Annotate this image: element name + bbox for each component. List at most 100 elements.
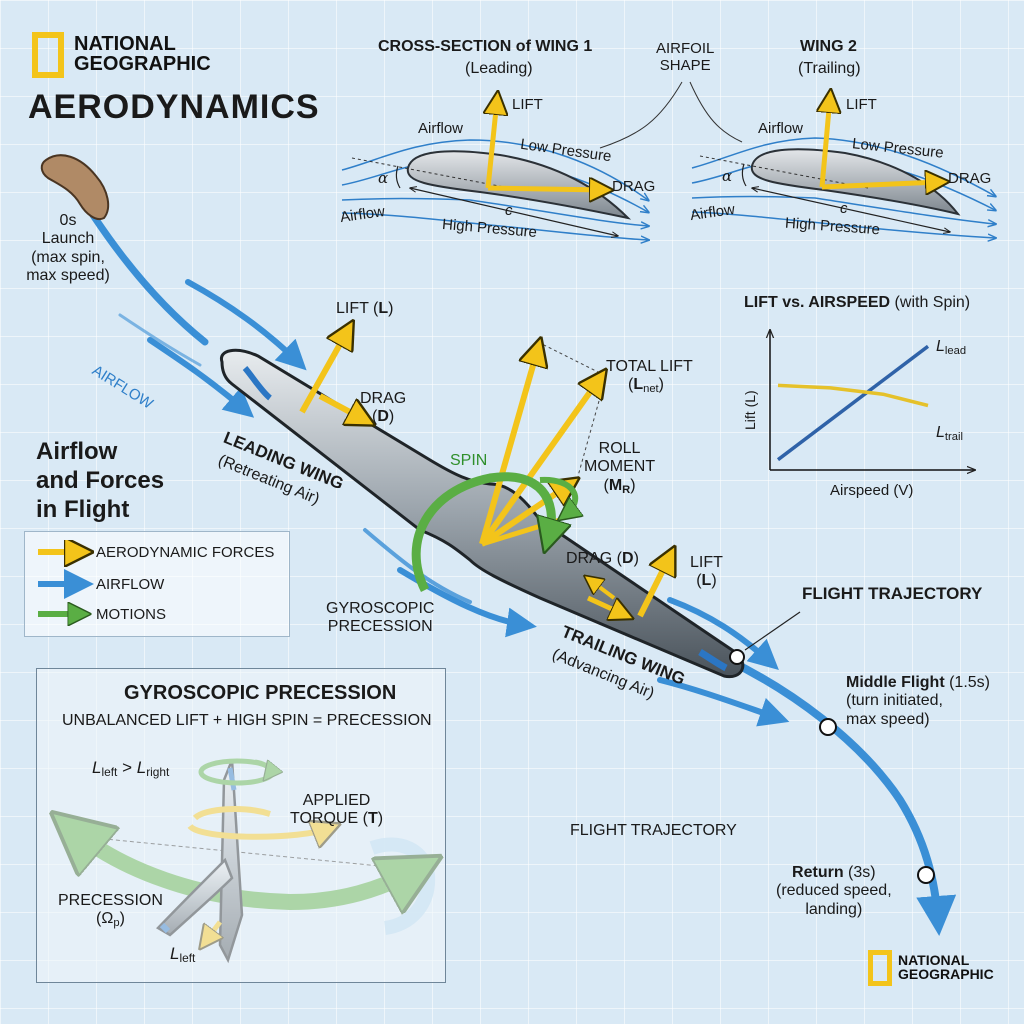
- compare-b-sub: right: [146, 764, 170, 779]
- drag-arrow: [318, 393, 365, 420]
- airfoil-shape-line-1: AIRFOIL: [656, 40, 715, 57]
- launch-line-3: (max spin,: [31, 248, 105, 266]
- lift-component-arrow: [479, 348, 538, 545]
- lift-arrow: [637, 556, 670, 618]
- return-bold: Return: [792, 864, 844, 881]
- precession-suffix: ): [119, 910, 125, 928]
- section-title: Airflow and Forces in Flight: [36, 438, 164, 524]
- applied-line-1: APPLIED: [302, 792, 371, 809]
- gyro-label-line-1: GYROSCOPIC: [326, 600, 435, 617]
- cross-section-1-chord: c: [505, 202, 513, 219]
- trajectory-point-1: [729, 649, 745, 665]
- leading-drag-suffix: ): [388, 408, 395, 426]
- compare-a-sub: left: [101, 764, 118, 779]
- series-line-l-trail: [777, 383, 929, 408]
- leading-drag-symbol: D: [377, 408, 389, 426]
- roll-moment-label: ROLL MOMENT (MR): [584, 440, 655, 496]
- gyro-box-subtitle: UNBALANCED LIFT + HIGH SPIN = PRECESSION: [62, 712, 432, 729]
- drag-arrow: [487, 188, 604, 190]
- trailing-drag-label: DRAG (D): [566, 550, 639, 568]
- lift-arrow: [299, 330, 348, 414]
- legend-swatches: [38, 540, 94, 630]
- trailing-lift-suffix: ): [711, 572, 717, 590]
- roll-moment-arrow: [539, 476, 575, 515]
- launch-line-2: Launch: [41, 230, 95, 248]
- trailing-lift-prefix: (: [696, 572, 702, 590]
- cross-section-2-airflow-top: Airflow: [758, 120, 804, 137]
- cross-section-1-alpha: α: [378, 169, 389, 187]
- cross-section-1-figure: [341, 100, 648, 240]
- roll-moment-line-1: ROLL: [598, 440, 641, 457]
- total-lift-line-1: TOTAL LIFT: [606, 358, 693, 375]
- gyro-precession-box: [36, 668, 446, 983]
- series-label-lead: Llead: [936, 338, 966, 358]
- cross-section-2-title: WING 2: [800, 38, 857, 55]
- section-title-line-1: Airflow: [36, 438, 118, 465]
- l-left-label: Lleft: [170, 944, 195, 966]
- chart-xlabel: Airspeed (V): [830, 482, 914, 499]
- total-lift-arrow: [479, 378, 600, 546]
- leading-drag-label: DRAG (D): [360, 390, 406, 427]
- applied-prefix: TORQUE (: [290, 810, 368, 828]
- lift-chart-title-bold: LIFT vs. AIRSPEED: [744, 294, 891, 311]
- logo-bottom-line-2: GEOGRAPHIC: [898, 966, 994, 983]
- middle-flight-bold: Middle Flight: [846, 674, 945, 691]
- cross-section-2-figure: [691, 98, 995, 238]
- cross-section-2-chord: c: [840, 200, 848, 217]
- gyro-box-title: GYROSCOPIC PRECESSION: [124, 682, 397, 704]
- trailing-lift-label: LIFT (L): [690, 554, 723, 591]
- cross-section-2-subtitle: (Trailing): [798, 60, 861, 77]
- return-line-2: (reduced speed,: [776, 882, 892, 900]
- cross-section-1-drag: DRAG: [612, 178, 656, 195]
- flight-trajectory-center: FLIGHT TRAJECTORY: [570, 822, 737, 839]
- total-lift-sub: net: [643, 383, 659, 396]
- legend-item-forces: AERODYNAMIC FORCES: [96, 544, 275, 561]
- cross-section-1-title: CROSS-SECTION of WING 1: [378, 38, 593, 55]
- lift-vs-airspeed-chart: [770, 330, 975, 470]
- cross-section-1-lift: LIFT: [512, 96, 543, 113]
- applied-torque-label: APPLIED TORQUE (T): [290, 792, 383, 829]
- cross-section-2-lift: LIFT: [846, 96, 877, 113]
- page-title: AERODYNAMICS: [28, 88, 320, 126]
- lift-arrow: [822, 98, 830, 188]
- return-line-3: landing): [805, 900, 863, 918]
- cross-section-2-drag: DRAG: [948, 170, 992, 187]
- leading-lift-symbol: L: [378, 300, 389, 317]
- launch-line-1: 0s: [59, 212, 77, 229]
- spin-label: SPIN: [450, 452, 488, 469]
- trailing-drag-symbol: D: [622, 550, 634, 567]
- logo-bottom-line-1: NATIONAL: [898, 952, 970, 968]
- total-lift-symbol: L: [633, 376, 644, 394]
- launch-label: 0s Launch (max spin, max speed): [18, 212, 118, 286]
- series-lead-symbol: L: [936, 338, 945, 355]
- precession-line-1: PRECESSION: [58, 892, 163, 909]
- cross-section-2-alpha: α: [722, 167, 733, 185]
- total-lift-suffix: ): [658, 376, 664, 394]
- series-lead-sub: lead: [944, 344, 967, 357]
- total-lift-label: TOTAL LIFT (Lnet): [606, 358, 693, 396]
- ng-logo-frame-bottom: [868, 950, 892, 986]
- roll-moment-prefix: (: [603, 476, 609, 494]
- return-normal: (3s): [843, 864, 876, 881]
- cross-section-1-subtitle: (Leading): [465, 60, 533, 77]
- cross-section-1-airflow-top: Airflow: [418, 120, 464, 137]
- middle-flight-line-3: max speed): [846, 710, 930, 728]
- roll-component-arrow: [480, 484, 570, 547]
- compare-op: >: [117, 758, 137, 777]
- trailing-drag-suffix: ): [633, 550, 639, 567]
- lleft-sub: left: [179, 950, 196, 965]
- gyroscopic-precession-label: GYROSCOPIC PRECESSION: [326, 600, 434, 637]
- middle-flight-label: Middle Flight (1.5s) (turn initiated, ma…: [846, 674, 990, 729]
- drag-arrow: [821, 182, 940, 187]
- series-trail-sub: trail: [944, 430, 963, 443]
- roll-moment-suffix: ): [630, 476, 636, 494]
- leading-lift-prefix: LIFT (: [336, 300, 379, 317]
- lift-compare-label: Lleft > Lright: [92, 758, 169, 780]
- ng-logo-text: NATIONAL GEOGRAPHIC: [74, 34, 211, 75]
- chart-ylabel: Lift (L): [742, 390, 758, 430]
- trailing-drag-prefix: DRAG (: [566, 550, 622, 567]
- trailing-lift-symbol: L: [701, 572, 712, 590]
- legend-item-motions: MOTIONS: [96, 606, 166, 623]
- lift-chart-title: LIFT vs. AIRSPEED (with Spin): [744, 294, 970, 312]
